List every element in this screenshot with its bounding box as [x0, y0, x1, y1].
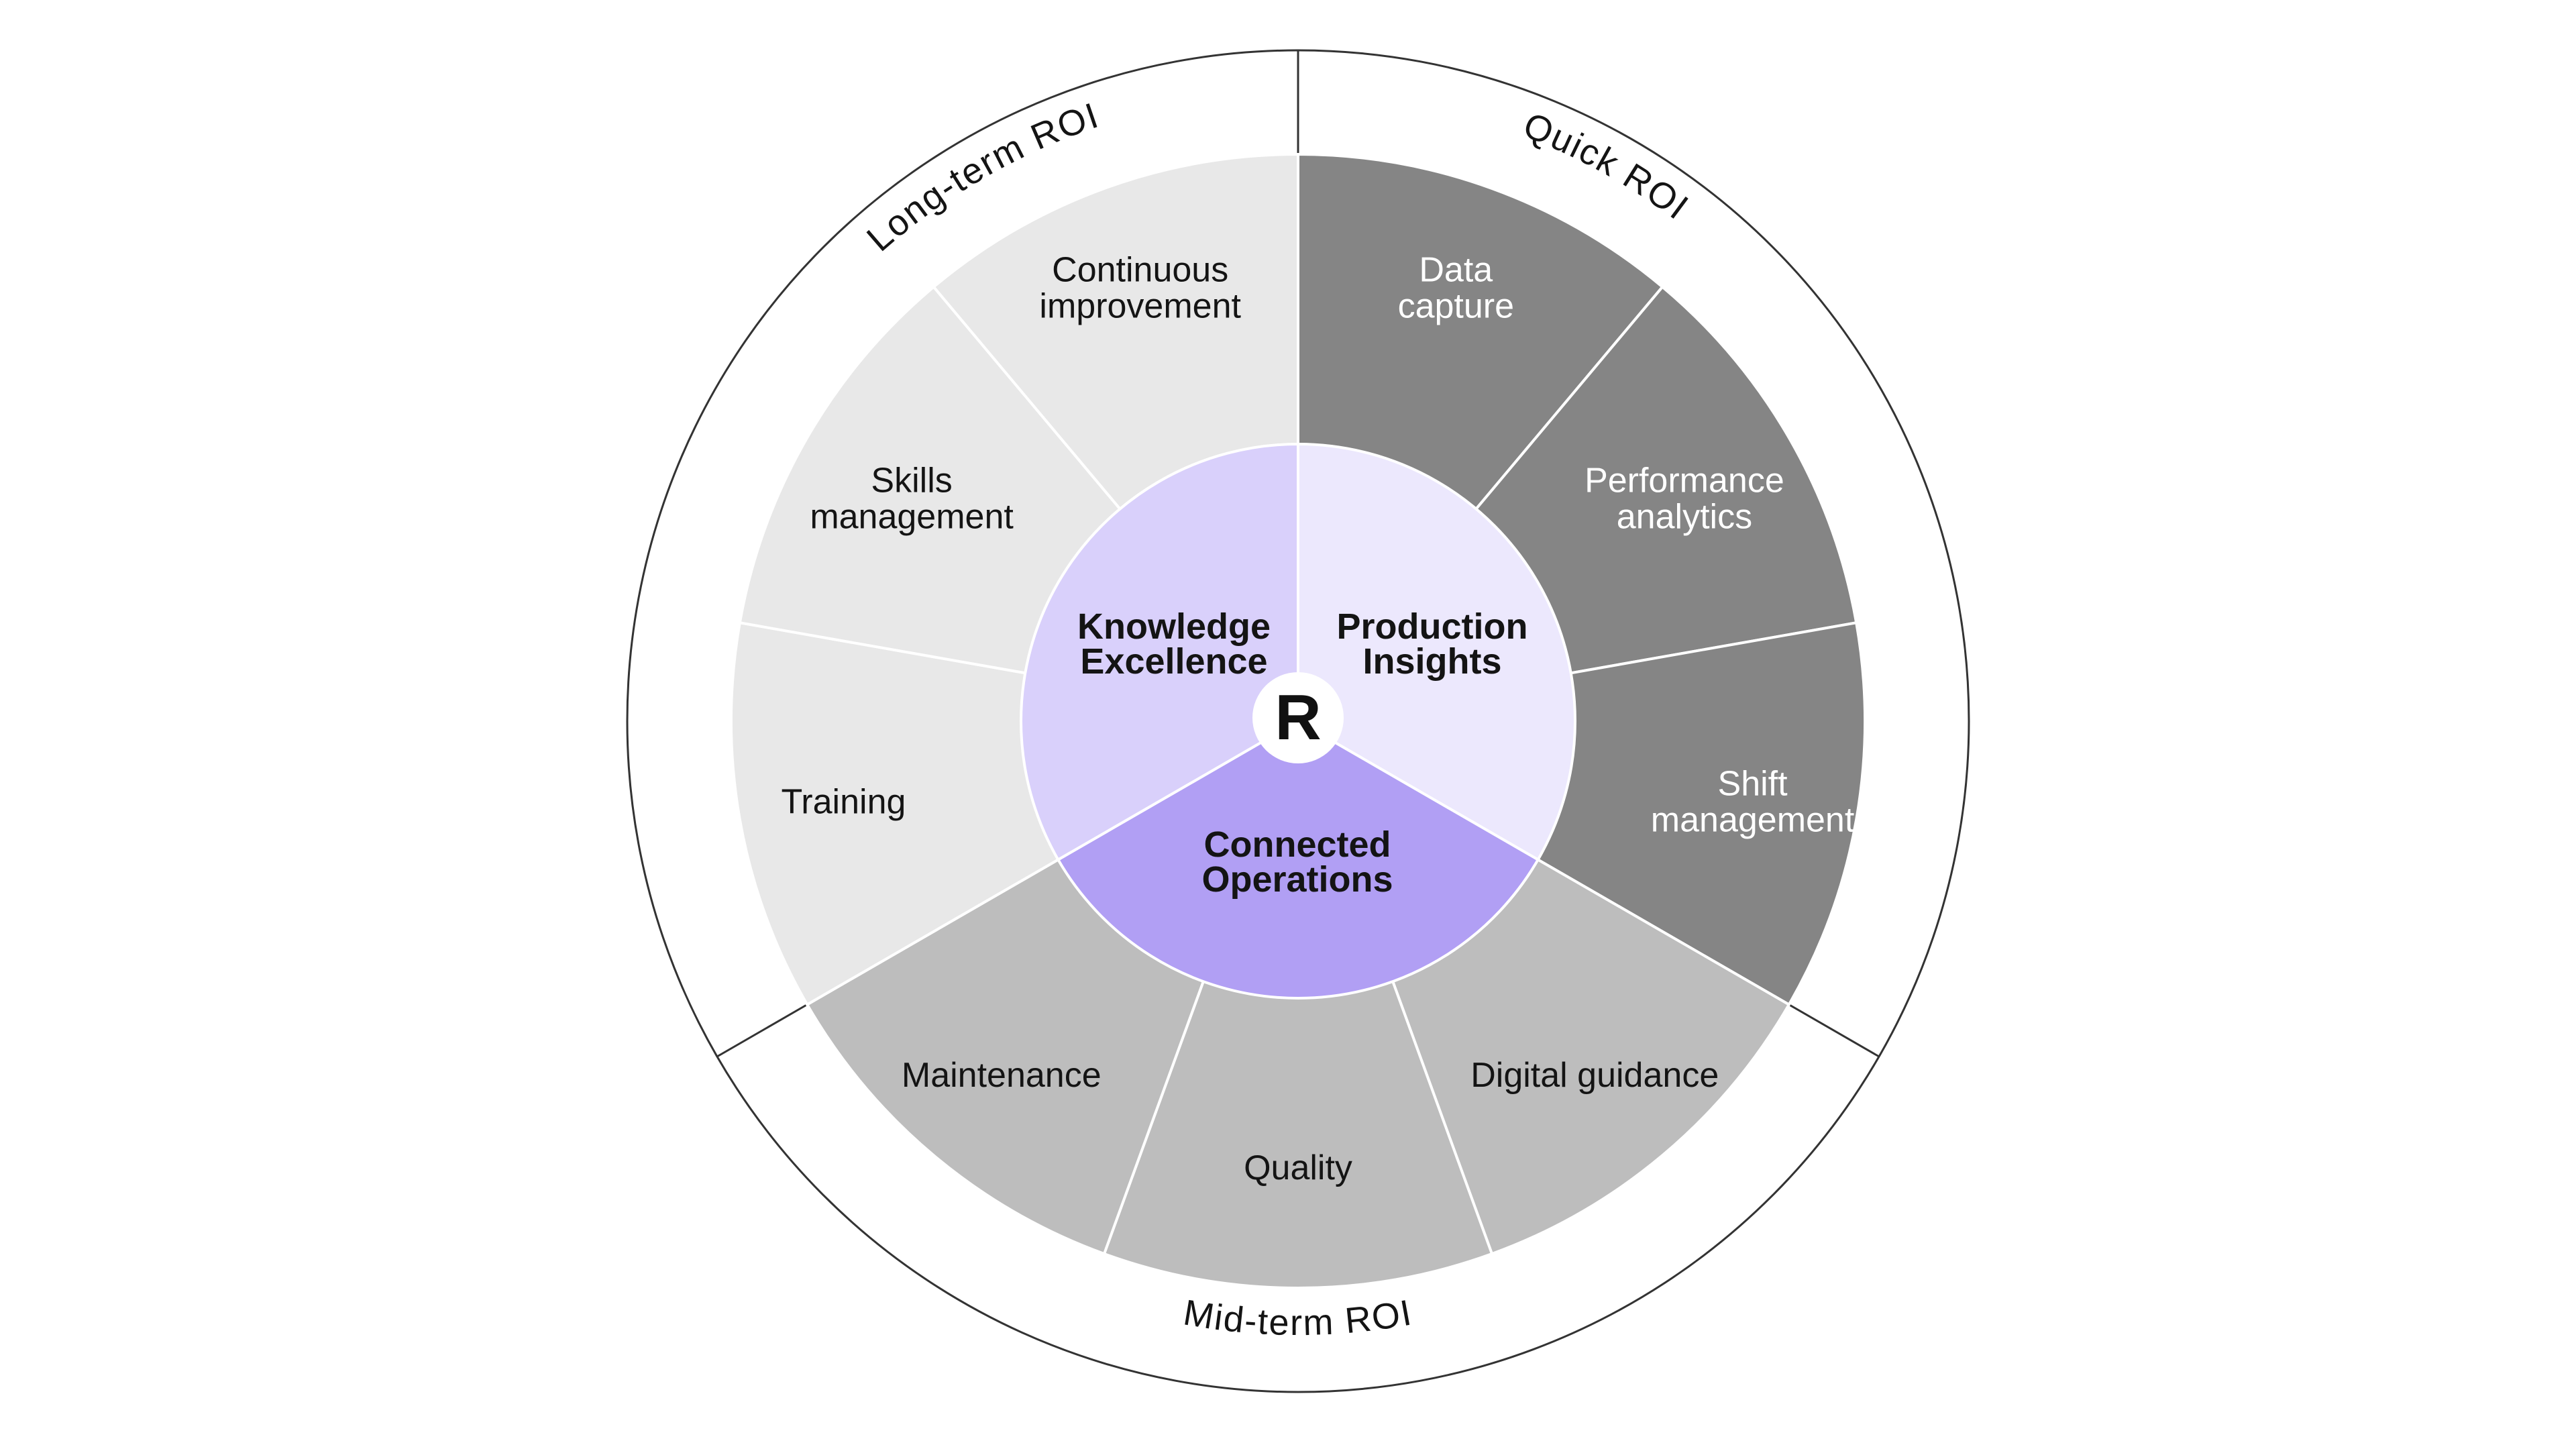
segment-label-digital-guidance: Digital guidance [1470, 1056, 1719, 1095]
segment-label-line: Digital guidance [1470, 1056, 1719, 1095]
roi-ring [626, 49, 1970, 1393]
segment-label-line: Shift [1718, 764, 1788, 803]
hub-label-line: Excellence [1080, 641, 1267, 682]
segment-label-line: Data [1419, 250, 1493, 289]
hub-knowledge-excellence [1019, 442, 1299, 862]
hub-label-line: Knowledge [1077, 606, 1271, 647]
segment-label-line: management [810, 498, 1014, 537]
logo-badge [1252, 672, 1344, 763]
segment-label-line: Quality [1244, 1148, 1352, 1187]
hub-production-insights [1297, 442, 1577, 862]
hub-pillars [1019, 442, 1577, 1000]
segment-label-line: capture [1398, 286, 1514, 325]
segment-label-line: Maintenance [902, 1056, 1102, 1095]
hub-label-line: Connected [1203, 824, 1391, 865]
segment-label-quality: Quality [1244, 1148, 1352, 1187]
segment-label-line: analytics [1617, 498, 1752, 537]
segment-label-line: Skills [871, 462, 952, 500]
hub-label-line: Insights [1362, 641, 1501, 682]
segment-label-line: improvement [1039, 286, 1241, 325]
hub-label-line: Production [1337, 606, 1528, 647]
segment-quality [1102, 717, 1494, 1289]
segment-label-line: Performance [1585, 462, 1784, 500]
segment-label-training: Training [781, 782, 906, 821]
segment-label-maintenance: Maintenance [902, 1056, 1102, 1095]
segment-label-line: Training [781, 782, 906, 821]
ring-divider-3 [716, 1004, 808, 1058]
logo: R [1252, 672, 1344, 763]
r-brand-logo-icon: R [1275, 682, 1321, 753]
ring-divider-2 [1788, 1004, 1880, 1058]
segment-label-line: Continuous [1052, 250, 1228, 289]
segment-label-line: management [1651, 800, 1855, 839]
hub-label-line: Operations [1201, 859, 1393, 900]
